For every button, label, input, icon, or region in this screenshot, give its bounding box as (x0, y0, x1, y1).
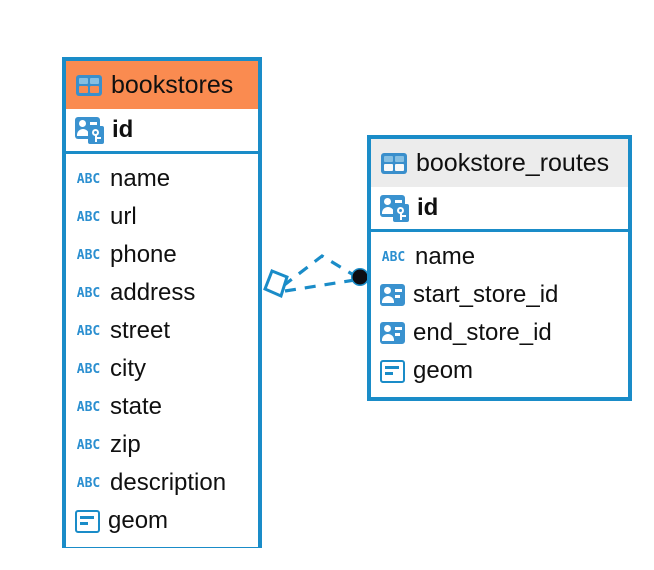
table-row[interactable]: ABC state (66, 388, 258, 426)
table-bookstore-routes[interactable]: bookstore_routes id ABC name (367, 135, 632, 401)
table-header-bookstores[interactable]: bookstores (66, 61, 258, 109)
column-name: street (110, 317, 171, 344)
column-name: id (417, 194, 439, 221)
table-title: bookstore_routes (416, 148, 610, 177)
text-type-icon: ABC (76, 285, 101, 301)
table-row[interactable]: ABC street (66, 312, 258, 350)
column-name: name (415, 243, 476, 270)
table-row[interactable]: ABC name (371, 238, 628, 276)
primary-key-icon (75, 116, 104, 144)
column-name: geom (108, 507, 169, 534)
text-type-icon: ABC (76, 247, 101, 263)
foreign-key-icon (380, 322, 405, 344)
column-name: id (112, 116, 134, 143)
table-header-bookstore-routes[interactable]: bookstore_routes (371, 139, 628, 187)
geometry-type-icon (380, 359, 405, 383)
table-row[interactable]: start_store_id (371, 276, 628, 314)
text-type-icon: ABC (76, 323, 101, 339)
table-row[interactable]: ABC phone (66, 236, 258, 274)
foreign-key-icon (380, 284, 405, 306)
table-row[interactable]: end_store_id (371, 314, 628, 352)
text-type-icon: ABC (76, 171, 101, 187)
text-type-icon: ABC (76, 437, 101, 453)
text-type-icon: ABC (76, 475, 101, 491)
diamond-marker (263, 269, 289, 299)
column-name: state (110, 393, 163, 420)
text-type-icon: ABC (76, 209, 101, 225)
column-name: phone (110, 241, 177, 268)
relationship-line-upper (282, 254, 358, 288)
table-row[interactable]: geom (371, 352, 628, 390)
column-name: end_store_id (413, 319, 552, 346)
table-title: bookstores (111, 70, 234, 99)
table-row-primary-key[interactable]: id (371, 187, 628, 232)
table-columns-bookstores: ABC name ABC url ABC phone ABC address A… (66, 154, 258, 547)
text-type-icon: ABC (76, 399, 101, 415)
table-row[interactable]: ABC zip (66, 426, 258, 464)
column-name: address (110, 279, 196, 306)
column-name: name (110, 165, 171, 192)
table-row[interactable]: ABC city (66, 350, 258, 388)
table-row[interactable]: geom (66, 502, 258, 540)
geometry-type-icon (75, 509, 100, 533)
table-icon (381, 152, 407, 174)
table-row[interactable]: ABC description (66, 464, 258, 502)
table-row-primary-key[interactable]: id (66, 109, 258, 154)
column-name: description (110, 469, 227, 496)
column-name: geom (413, 357, 474, 384)
table-bookstores[interactable]: bookstores id ABC name ABC url (62, 57, 262, 548)
primary-key-icon (380, 194, 409, 222)
column-name: url (110, 203, 137, 230)
column-name: city (110, 355, 146, 382)
text-type-icon: ABC (76, 361, 101, 377)
text-type-icon: ABC (381, 249, 406, 265)
table-row[interactable]: ABC url (66, 198, 258, 236)
table-row[interactable]: ABC name (66, 160, 258, 198)
table-columns-bookstore-routes: ABC name start_store_id end_store_id (371, 232, 628, 397)
relationship-line-lower (284, 278, 356, 293)
column-name: start_store_id (413, 281, 559, 308)
table-row[interactable]: ABC address (66, 274, 258, 312)
table-icon (76, 74, 102, 96)
column-name: zip (110, 431, 141, 458)
